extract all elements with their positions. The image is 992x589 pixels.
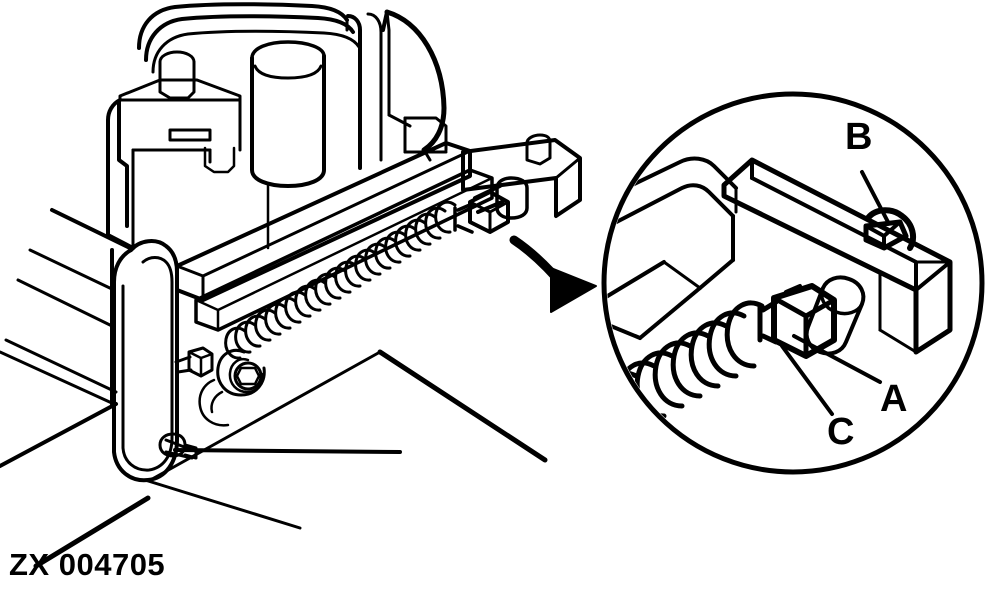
figure-caption: ZX 004705 [9,547,166,582]
lower-diagonal-bar [194,168,494,332]
ground-lines [143,349,548,530]
leader-line-c [780,344,834,416]
detail-hex-nut-a [757,283,837,359]
track-frame-left [0,208,132,468]
detail-left-block [607,156,738,340]
detail-circle-group [601,91,985,475]
vertical-standpipe [346,12,383,170]
detail-pointer-arrow [509,235,597,313]
main-view-group [0,2,597,569]
caption-leader-line [33,495,151,569]
callout-label-b: B [845,116,873,158]
right-angle-bracket-arm [461,133,582,218]
detail-contents [607,156,953,439]
leader-line-a [792,334,882,384]
upper-curved-shell [137,2,361,74]
detail-notch-retainer-b [863,207,917,251]
callout-label-c: C [827,411,855,453]
spring-end-eye [198,348,266,427]
curved-guard-plate [381,9,447,162]
upper-left-housing-block [106,50,242,250]
callout-label-a: A [880,378,908,420]
cylinder-body [250,40,326,250]
detail-angled-bar [721,157,953,355]
threaded-rod-and-nut-main [453,176,529,234]
coil-tension-spring-main [224,200,457,360]
leader-line-b [860,170,890,224]
